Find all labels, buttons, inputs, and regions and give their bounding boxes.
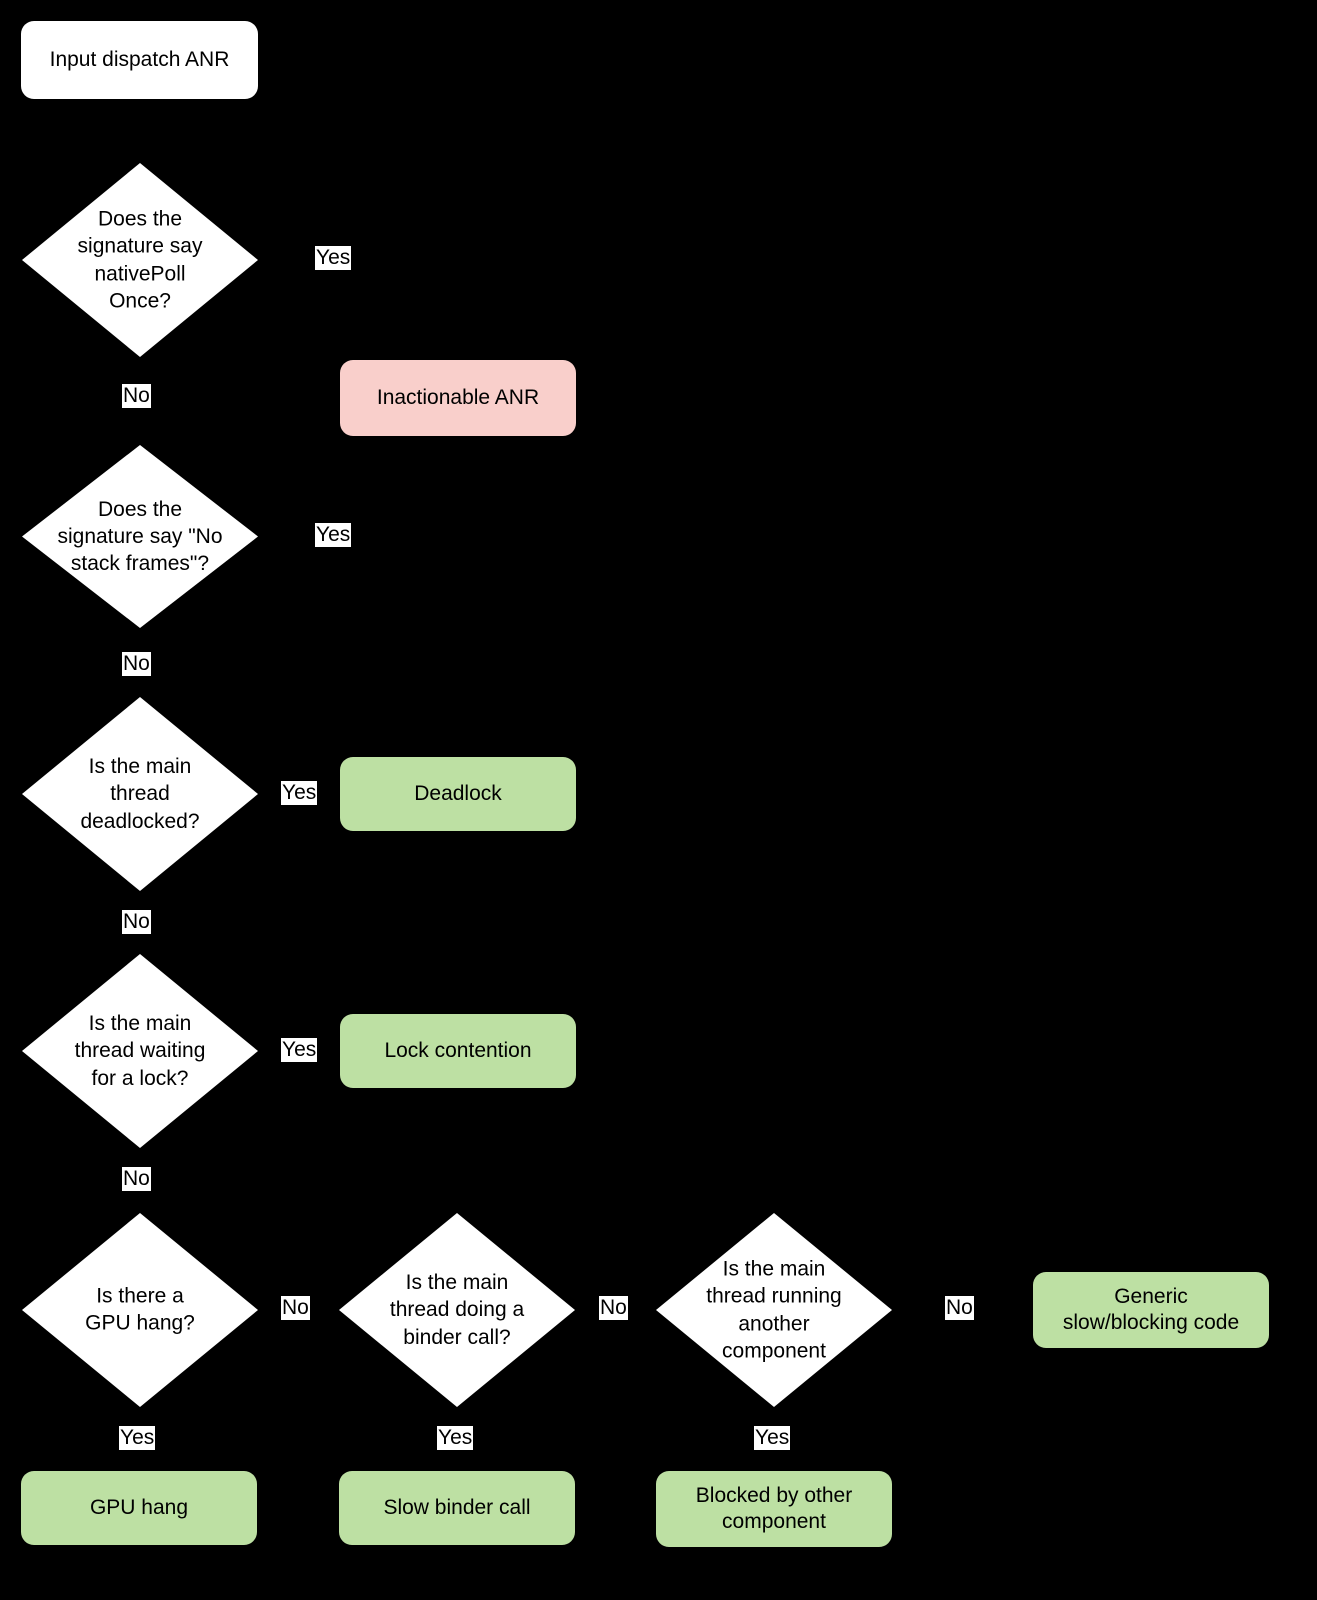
node-lock-contention[interactable]: Lock contention	[340, 1014, 576, 1088]
node-label: Is the main thread doing a binder call?	[389, 1271, 525, 1349]
node-label: Does the signature say "No stack frames"…	[57, 497, 223, 576]
node-label: Does the signature say nativePoll Once?	[77, 207, 203, 313]
edge-label-q1-no: No	[122, 384, 151, 409]
node-generic-slow-blocking-code[interactable]: Generic slow/blocking code	[1033, 1272, 1269, 1348]
node-label: Is the main thread deadlocked?	[80, 755, 200, 833]
node-label: Slow binder call	[383, 1496, 531, 1520]
node-label: Deadlock	[414, 782, 502, 806]
edge-label-q2-yes: Yes	[315, 523, 352, 548]
node-q-main-thread-waiting-lock[interactable]: Is the main thread waiting for a lock?	[22, 954, 258, 1148]
node-deadlock[interactable]: Deadlock	[340, 757, 576, 831]
edge-label-q1-yes: Yes	[315, 246, 352, 271]
node-q-main-thread-deadlocked[interactable]: Is the main thread deadlocked?	[22, 697, 258, 891]
edge-label-q4-no: No	[122, 1167, 151, 1192]
edge-label-q7-yes: Yes	[754, 1426, 791, 1451]
node-blocked-by-other-component[interactable]: Blocked by other component	[656, 1471, 892, 1547]
node-q-gpu-hang[interactable]: Is there a GPU hang?	[22, 1213, 258, 1407]
edge-label-q6-yes: Yes	[437, 1426, 474, 1451]
node-q-no-stack-frames[interactable]: Does the signature say "No stack frames"…	[22, 445, 258, 628]
edge-label-q2-no: No	[122, 652, 151, 677]
node-q-native-poll-once[interactable]: Does the signature say nativePoll Once?	[22, 163, 258, 357]
edge-label-q5-yes: Yes	[119, 1426, 156, 1451]
node-gpu-hang[interactable]: GPU hang	[21, 1471, 257, 1545]
edge-label-q4-yes: Yes	[281, 1038, 318, 1063]
node-label: Is the main thread running another compo…	[706, 1257, 842, 1363]
node-label: Blocked by other component	[695, 1484, 853, 1533]
node-input-dispatch-anr[interactable]: Input dispatch ANR	[21, 21, 258, 99]
edge-label-q3-yes: Yes	[281, 781, 318, 806]
node-label: Is the main thread waiting for a lock?	[74, 1012, 206, 1090]
node-label: Generic slow/blocking code	[1062, 1285, 1240, 1334]
node-label: Is there a GPU hang?	[85, 1284, 195, 1335]
edge-label-q7-no: No	[945, 1296, 974, 1321]
node-label: Inactionable ANR	[376, 386, 540, 410]
node-label: Input dispatch ANR	[49, 48, 230, 72]
node-q-binder-call[interactable]: Is the main thread doing a binder call?	[339, 1213, 575, 1407]
node-slow-binder-call[interactable]: Slow binder call	[339, 1471, 575, 1545]
edge-label-q6-no: No	[599, 1296, 628, 1321]
node-label: Lock contention	[384, 1039, 532, 1063]
node-inactionable-anr[interactable]: Inactionable ANR	[340, 360, 576, 436]
edge-label-q3-no: No	[122, 910, 151, 935]
edge-label-q5-no: No	[281, 1296, 310, 1321]
node-label: GPU hang	[89, 1496, 189, 1520]
node-q-running-another-component[interactable]: Is the main thread running another compo…	[656, 1213, 892, 1407]
